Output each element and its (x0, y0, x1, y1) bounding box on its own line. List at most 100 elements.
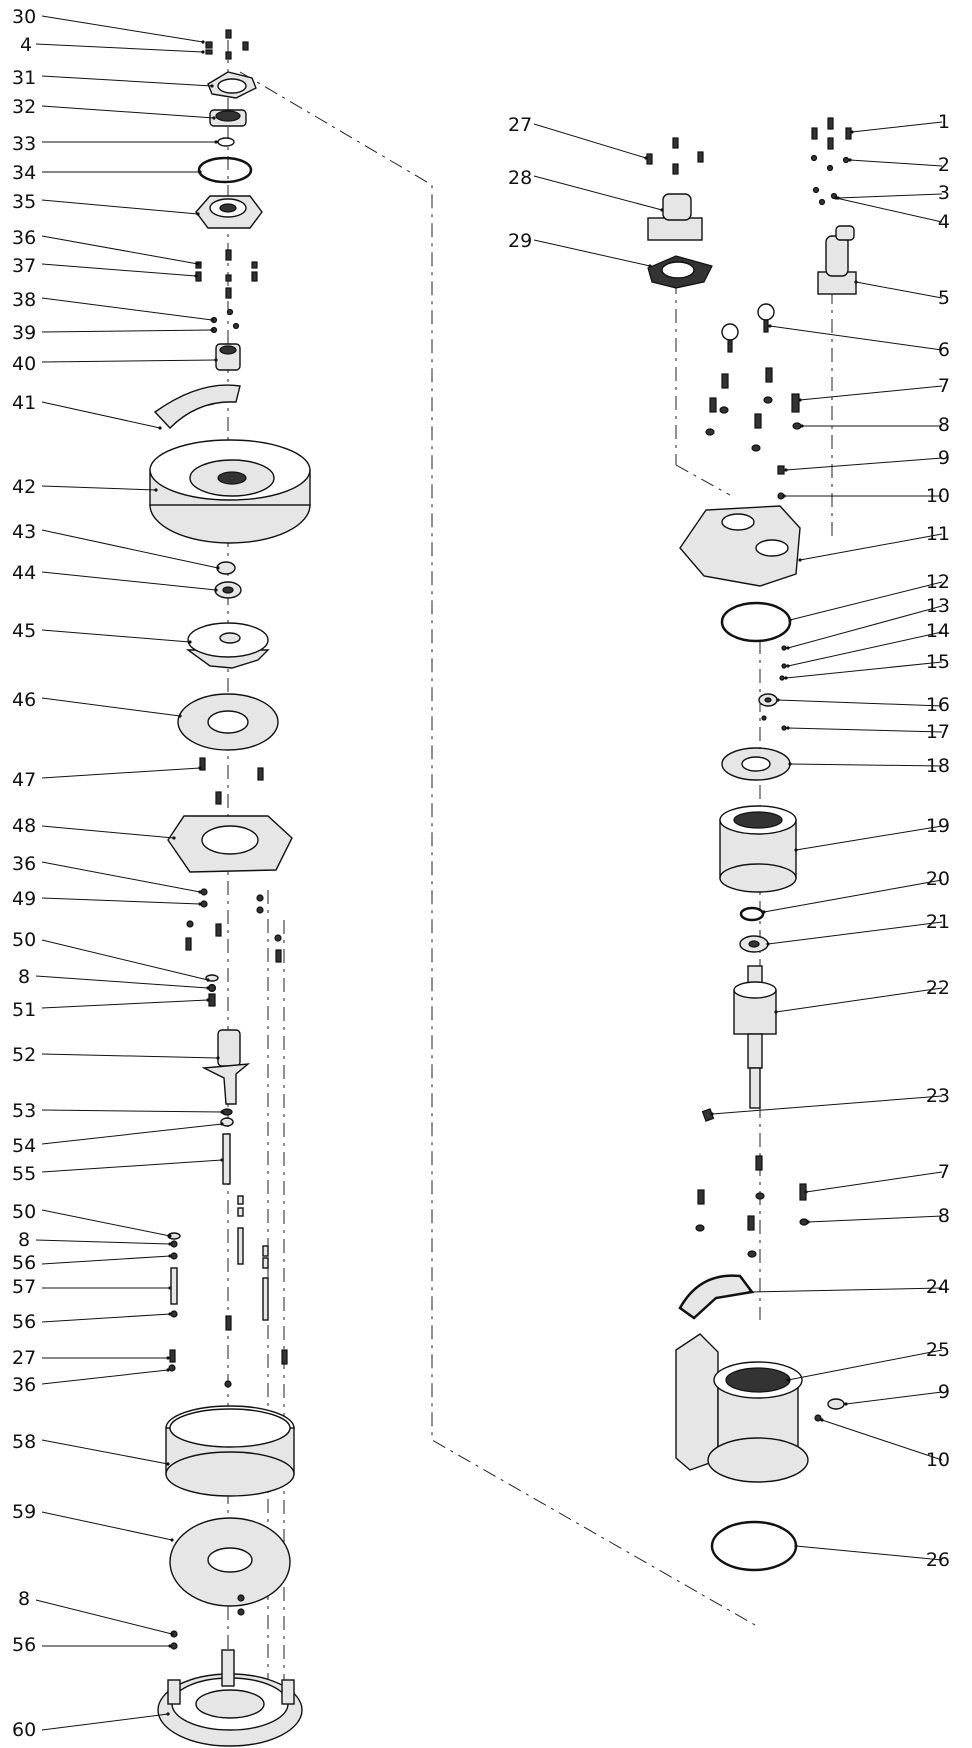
rod-55 (222, 1133, 231, 1185)
callout-label-54: 54 (12, 1135, 36, 1157)
callout-label-60: 60 (12, 1719, 36, 1741)
right-assembly (646, 117, 857, 1572)
bearing-housing-35 (195, 195, 263, 229)
callout-label-56: 56 (12, 1311, 36, 1333)
plate-48 (167, 791, 293, 873)
leader-dot-20 (762, 910, 766, 914)
leader-line-46 (41, 697, 181, 717)
leader-dot-49 (198, 902, 202, 906)
discharge-elbow-5 (817, 225, 857, 295)
leader-dot-50 (168, 1234, 172, 1238)
leader-dot-45 (188, 640, 192, 644)
leader-line-40 (41, 359, 217, 363)
callout-label-4: 4 (20, 34, 32, 56)
leader-line-45 (41, 629, 191, 643)
leader-line-3 (837, 193, 943, 199)
leader-dot-56 (168, 1312, 172, 1316)
callout-label-10: 10 (926, 485, 950, 507)
leader-line-28 (533, 175, 663, 211)
leader-dot-9 (784, 468, 788, 472)
leader-line-22 (775, 987, 943, 1013)
callout-label-28: 28 (508, 167, 532, 189)
callout-label-4: 4 (938, 211, 950, 233)
callout-label-2: 2 (938, 154, 950, 176)
leader-dot-36 (166, 1368, 170, 1372)
leader-line-24 (749, 1287, 943, 1293)
leader-line-38 (41, 297, 213, 321)
leader-line-15 (785, 661, 943, 679)
leader-dot-6 (768, 324, 772, 328)
leader-dot-37 (194, 274, 198, 278)
callout-label-19: 19 (926, 815, 950, 837)
callout-label-29: 29 (508, 230, 532, 252)
callout-label-17: 17 (926, 721, 950, 743)
leader-line-8 (35, 1599, 173, 1635)
leader-dot-8 (806, 1220, 810, 1224)
callout-label-34: 34 (12, 162, 36, 184)
leader-line-60 (41, 1713, 169, 1731)
leader-dot-17 (786, 726, 790, 730)
leader-dot-4 (201, 50, 205, 54)
leader-dot-11 (798, 558, 802, 562)
callout-label-15: 15 (926, 651, 950, 673)
callout-label-58: 58 (12, 1431, 36, 1453)
stator-19 (719, 805, 797, 893)
leader-dot-36 (198, 890, 202, 894)
perforated-plate-59 (169, 1517, 291, 1607)
leader-line-49 (41, 897, 201, 905)
callout-label-51: 51 (12, 999, 36, 1021)
leader-line-53 (41, 1109, 223, 1113)
leader-dot-29 (648, 264, 652, 268)
leader-line-14 (787, 631, 943, 667)
leader-line-37 (41, 263, 197, 277)
leader-dot-18 (788, 762, 792, 766)
leader-line-1 (851, 121, 943, 133)
callout-label-27: 27 (508, 114, 532, 136)
leader-line-13 (787, 605, 943, 649)
leader-line-20 (763, 879, 943, 913)
leader-dot-53 (220, 1110, 224, 1114)
leader-line-5 (855, 281, 943, 299)
callout-label-13: 13 (926, 595, 950, 617)
callout-label-20: 20 (926, 868, 950, 890)
screws-36-49 (185, 888, 282, 963)
bearing-21 (739, 935, 769, 953)
callout-label-49: 49 (12, 888, 36, 910)
leader-dot-60 (166, 1712, 170, 1716)
leader-line-16 (777, 699, 943, 707)
callout-label-21: 21 (926, 911, 950, 933)
leader-dot-58 (166, 1462, 170, 1466)
leader-dot-34 (198, 170, 202, 174)
leader-dot-7 (804, 1190, 808, 1194)
leader-dot-26 (794, 1544, 798, 1548)
callout-label-40: 40 (12, 353, 36, 375)
leader-dot-50 (206, 978, 210, 982)
screws-36-37 (195, 249, 258, 299)
gasket-29 (647, 255, 713, 289)
callout-label-9: 9 (938, 1381, 950, 1403)
leader-line-41 (41, 401, 161, 429)
leader-line-44 (41, 571, 217, 591)
leader-line-8 (35, 975, 209, 989)
leader-line-29 (533, 239, 651, 267)
part-16 (758, 693, 778, 707)
callout-label-8: 8 (938, 414, 950, 436)
leader-line-10 (821, 1419, 943, 1461)
leader-line-47 (41, 767, 201, 779)
leader-line-55 (41, 1159, 223, 1173)
motor-top-housing-11 (679, 505, 801, 587)
leader-dot-19 (794, 848, 798, 852)
cutter-52 (201, 1029, 251, 1105)
leader-dot-32 (212, 116, 216, 120)
leader-dot-2 (848, 158, 852, 162)
callout-label-56: 56 (12, 1252, 36, 1274)
leader-dot-8 (206, 986, 210, 990)
washer-44 (214, 581, 242, 599)
leader-line-21 (767, 921, 943, 945)
leader-dot-48 (172, 836, 176, 840)
o-ring-34 (197, 156, 253, 184)
leader-line-18 (789, 763, 943, 767)
leader-dot-57 (168, 1286, 172, 1290)
strainer-58 (165, 1405, 295, 1497)
callout-label-42: 42 (12, 476, 36, 498)
